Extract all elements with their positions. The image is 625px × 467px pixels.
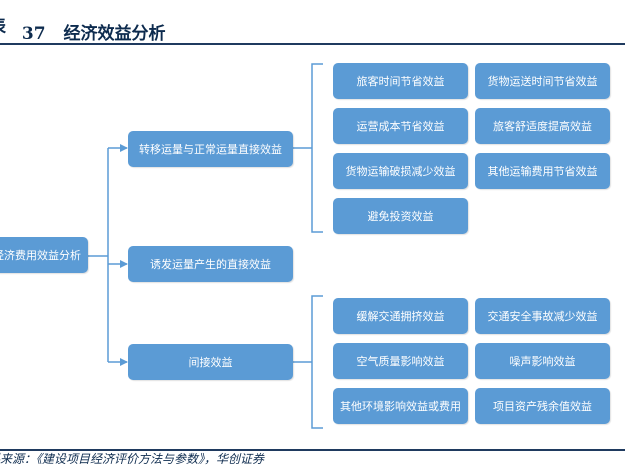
item-operating-cost-saving: 运营成本节省效益	[333, 108, 468, 144]
item-residual-asset-value: 项目资产残余值效益	[475, 388, 610, 424]
figure-prefix: 表	[0, 15, 6, 39]
item-other-environment: 其他环境影响效益或费用	[333, 388, 468, 424]
item-cargo-time-saving: 货物运送时间节省效益	[475, 63, 610, 99]
item-noise: 噪声影响效益	[475, 343, 610, 379]
item-congestion-relief: 缓解交通拥挤效益	[333, 298, 468, 334]
item-other-transport-saving: 其他运输费用节省效益	[475, 153, 610, 189]
item-avoided-investment: 避免投资效益	[333, 198, 468, 234]
item-accident-reduction: 交通安全事故减少效益	[475, 298, 610, 334]
item-cargo-damage-reduction: 货物运输破损减少效益	[333, 153, 468, 189]
branch-induced-benefit: 诱发运量产生的直接效益	[128, 246, 293, 282]
figure-number: 37	[21, 24, 46, 44]
item-passenger-comfort: 旅客舒适度提高效益	[475, 108, 610, 144]
figure-title: 表 37 经济效益分析	[0, 15, 166, 44]
figure-title-text: 经济效益分析	[63, 24, 166, 44]
branch-indirect-benefit: 间接效益	[128, 344, 293, 380]
top-rule	[0, 43, 625, 45]
branch-direct-benefit: 转移运量与正常运量直接效益	[128, 131, 293, 167]
source-note: 资料来源：《建设项目经济评价方法与参数》，华创证券	[0, 452, 265, 466]
item-passenger-time-saving: 旅客时间节省效益	[333, 63, 468, 99]
bracket-branch-1	[293, 63, 323, 233]
bracket-branch-3	[293, 295, 323, 429]
bottom-rule	[0, 449, 625, 451]
item-air-quality: 空气质量影响效益	[333, 343, 468, 379]
root-node: 经济费用效益分析	[0, 237, 88, 273]
root-spine	[88, 148, 109, 362]
